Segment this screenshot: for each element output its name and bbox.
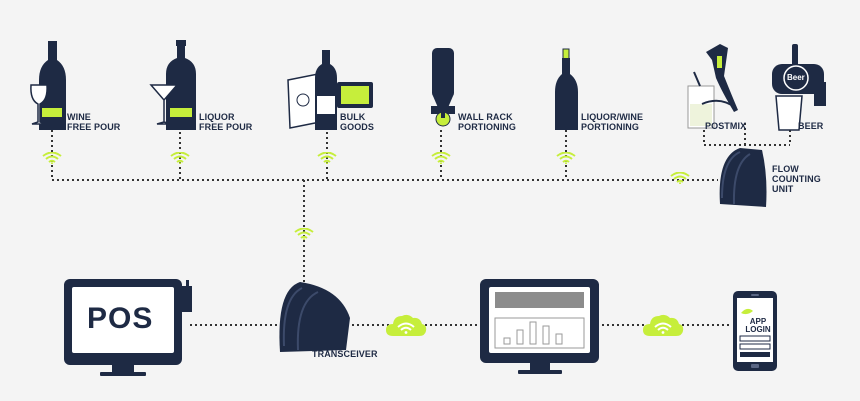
bulk-goods-label: BULK GOODS [340,112,375,132]
wifi-icon [431,152,451,164]
pos-label: POS [87,302,154,335]
cloud-wifi-icon [642,313,684,337]
cloud-wifi-icon [385,313,427,337]
portioning-bottle-icon [555,48,578,130]
flow-counting-unit-icon [719,148,767,207]
beer-tap-badge: Beer [787,73,805,82]
postmix-gun-icon [687,44,738,129]
wine-bottle-icon [39,41,66,130]
app-login-label: APP LOGIN [745,317,771,334]
connection-lines [51,123,791,326]
beer-tap-icon [772,44,826,131]
martini-glass-icon [149,84,179,125]
liquor-wine-portioning-label: LIQUOR/WINE PORTIONING [581,112,644,132]
wifi-icon [42,152,62,164]
liquor-free-pour-label: LIQUOR FREE POUR [199,112,253,132]
bulk-goods-icon [287,50,373,130]
wall-rack-bottle-icon [431,48,455,127]
wall-rack-portioning-label: WALL RACK PORTIONING [458,112,517,132]
smartphone-icon [733,291,777,371]
transceiver-label: TRANSCEIVER [312,349,378,359]
dashboard-monitor-icon [480,279,599,374]
wine-free-pour-label: WINE FREE POUR [67,112,121,132]
flow-counting-unit-label: FLOW COUNTING UNIT [772,164,821,194]
transceiver-icon [279,282,350,352]
beer-label: BEER [798,121,824,131]
liquor-bottle-icon [166,40,196,130]
wine-glass-icon [30,84,48,125]
wifi-icon [670,172,690,184]
pos-monitor-icon [64,279,192,376]
wifi-icon [556,152,576,164]
postmix-label: POSTMIX [705,121,747,131]
